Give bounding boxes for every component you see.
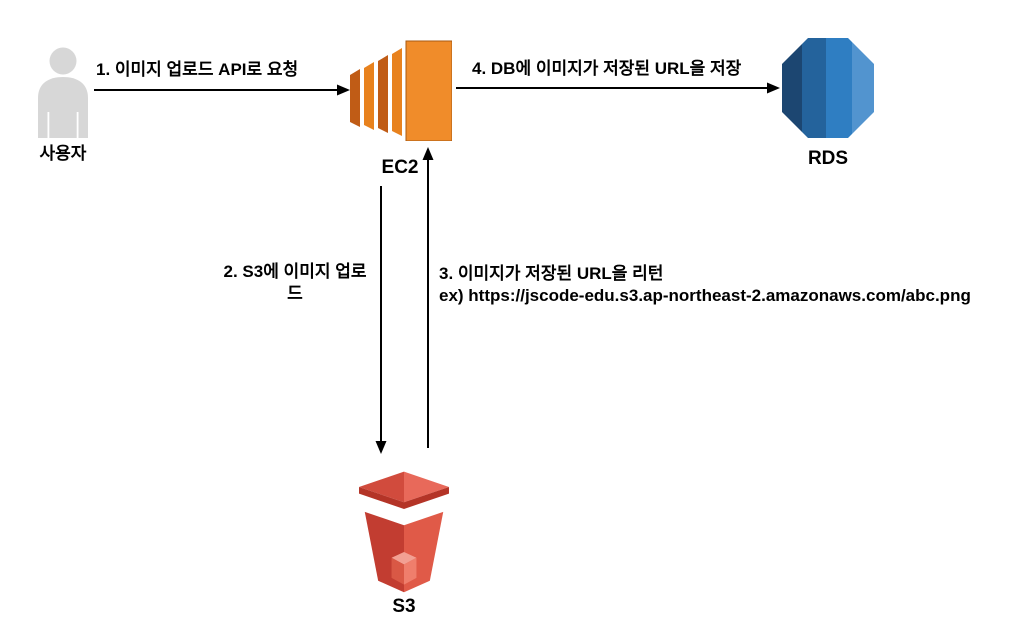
s3-node-label: S3: [392, 596, 416, 617]
edge-request-label: 1. 이미지 업로드 API로 요청: [96, 60, 299, 79]
aws-s3-icon: [359, 471, 449, 593]
edge-save-url-arrow: [456, 82, 780, 94]
edge-upload-label: 2. S3에 이미지 업로 드: [212, 261, 378, 305]
edge-return-url-label-line1: 3. 이미지가 저장된 URL을 리턴: [439, 264, 664, 283]
aws-ec2-icon: [350, 40, 452, 141]
person-icon: [38, 47, 88, 138]
edge-upload-label-line2: 드: [287, 284, 303, 303]
edge-return-url-label-line2: ex) https://jscode-edu.s3.ap-northeast-2…: [439, 286, 971, 305]
aws-rds-icon: [782, 38, 874, 138]
user-node-label: 사용자: [39, 144, 87, 163]
ec2-node-label: EC2: [381, 157, 419, 178]
rds-node-label: RDS: [807, 148, 849, 169]
edge-request-arrow: [94, 84, 350, 96]
edge-save-url-label: 4. DB에 이미지가 저장된 URL을 저장: [472, 59, 742, 78]
edge-return-url-label: 3. 이미지가 저장된 URL을 리턴 ex) https://jscode-e…: [439, 263, 971, 307]
edge-upload-arrow: [375, 186, 387, 454]
edge-upload-label-line1: 2. S3에 이미지 업로: [223, 262, 367, 281]
edge-return-url-arrow: [422, 147, 434, 448]
